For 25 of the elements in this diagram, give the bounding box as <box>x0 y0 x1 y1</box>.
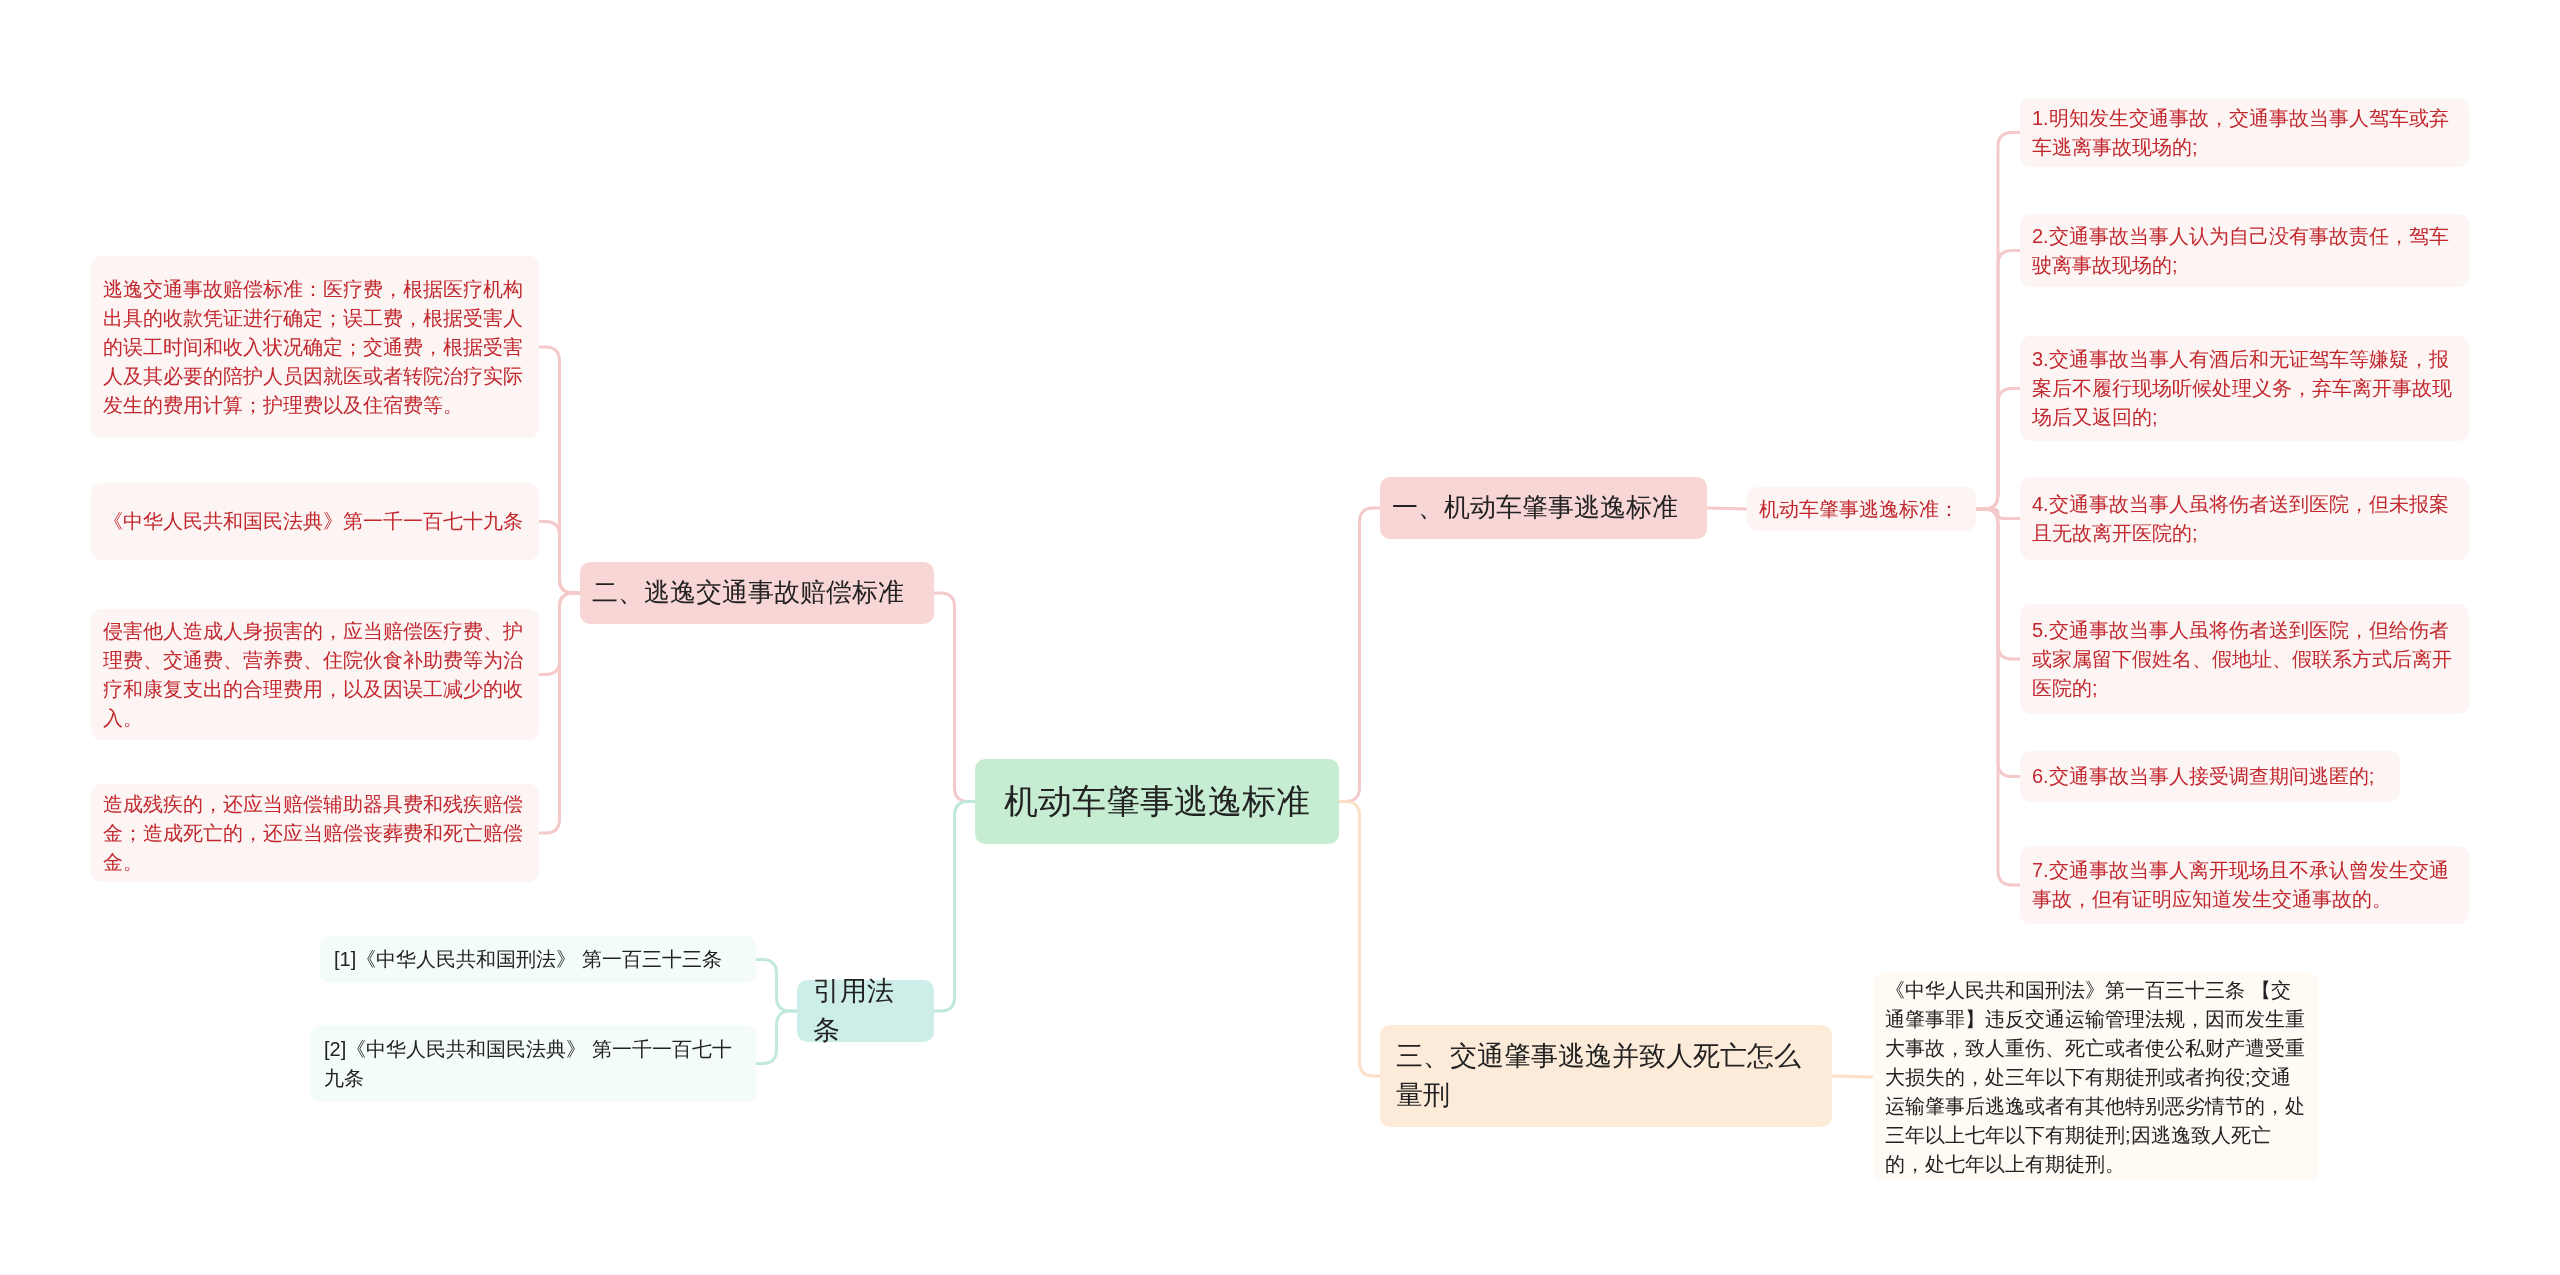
topic-box: 一、机动车肇事逃逸标准 <box>1380 477 1707 539</box>
topic-box: 二、逃逸交通事故赔偿标准 <box>580 562 934 624</box>
text-box: 3.交通事故当事人有酒后和无证驾车等嫌疑，报案后不履行现场听候处理义务，弃车离开事故现场后又返回的; <box>2020 336 2469 441</box>
text-box: 造成残疾的，还应当赔偿辅助器具费和残疾赔偿金；造成死亡的，还应当赔偿丧葬费和死亡赔偿金。 <box>91 784 539 882</box>
text-box: 5.交通事故当事人虽将伤者送到医院，但给伤者或家属留下假姓名、假地址、假联系方式后离开医院的; <box>2020 604 2469 714</box>
connector-line <box>934 800 975 1013</box>
connector-line <box>539 591 580 835</box>
connector-line <box>1706 506 1748 511</box>
text-box: [2]《中华人民共和国民法典》 第一千一百七十九条 <box>310 1025 756 1102</box>
text-box: 7.交通事故当事人离开现场且不承认曾发生交通事故，但有证明应知道发生交通事故的。 <box>2020 846 2469 924</box>
text-box: 6.交通事故当事人接受调查期间逃匿的; <box>2020 751 2400 802</box>
text-box: 侵害他人造成人身损害的，应当赔偿医疗费、护理费、交通费、营养费、住院伙食补助费等为治疗和康复支出的合理费用，以及因误工减少的收入。 <box>91 609 539 740</box>
text-box: 2.交通事故当事人认为自己没有事故责任，驾车驶离事故现场的; <box>2020 214 2469 287</box>
text-box: 《中华人民共和国刑法》第一百三十三条 【交通肇事罪】违反交通运输管理法规，因而发生重大事故，致人重伤、死亡或者使公私财产遭受重大损失的，处三年以下有期徒刑或者拘役;交通运输肇事后逃逸或者有其他特别恶劣情节的，处三年以上七年以下有期徒刑;因逃逸致人死亡的，处七年以上有期徒刑。 <box>1873 973 2319 1181</box>
text-box: 4.交通事故当事人虽将伤者送到医院，但未报案且无故离开医院的; <box>2020 477 2469 560</box>
text-box: 《中华人民共和国民法典》第一千一百七十九条 <box>91 483 539 560</box>
central-topic-box: 机动车肇事逃逸标准 <box>975 759 1339 844</box>
connector-line <box>1339 800 1380 1078</box>
connector-line <box>1831 1074 1874 1079</box>
text-box: 1.明知发生交通事故，交通事故当事人驾车或弃车逃离事故现场的; <box>2020 98 2469 167</box>
topic-box: 三、交通肇事逃逸并致人死亡怎么量刑 <box>1380 1025 1832 1127</box>
connector-line <box>1976 507 2020 887</box>
subtopic-box: 机动车肇事逃逸标准： <box>1747 487 1976 531</box>
text-box: 逃逸交通事故赔偿标准：医疗费，根据医疗机构出具的收款凭证进行确定；误工费，根据受害人的误工时间和收入状况确定；交通费，根据受害人及其必要的陪护人员因就医或者转院治疗实际发生的费用计算；护理费以及住宿费等。 <box>91 256 539 438</box>
text-box: [1]《中华人民共和国刑法》 第一百三十三条 <box>320 936 756 983</box>
